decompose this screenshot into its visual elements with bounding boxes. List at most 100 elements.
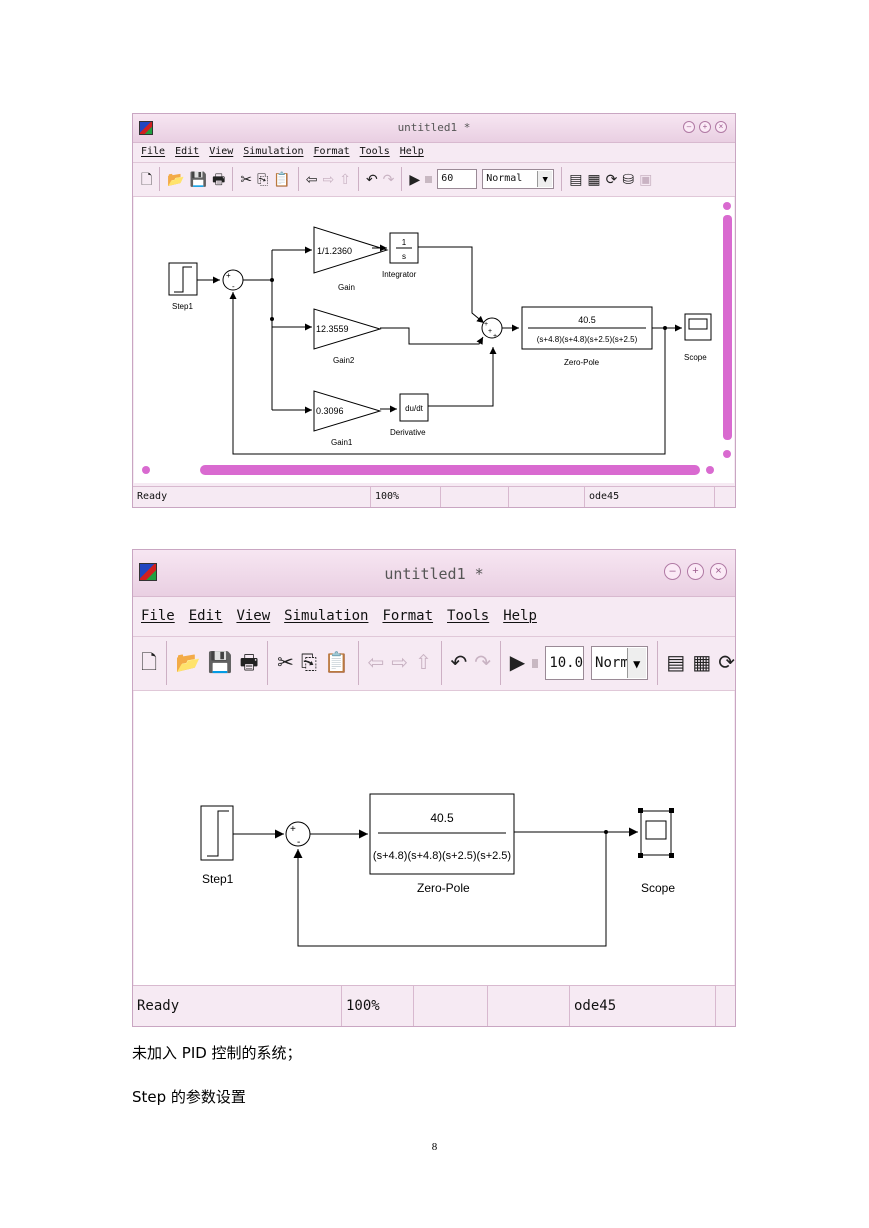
title-bar[interactable]: untitled1 * – + × xyxy=(133,550,735,597)
sum-block[interactable]: + - xyxy=(285,821,311,848)
menu-help[interactable]: Help xyxy=(399,146,424,157)
sum2-sign-1: + xyxy=(484,321,488,328)
undo-icon[interactable]: ↶ xyxy=(450,652,468,674)
scope-label: Scope xyxy=(684,353,707,362)
scroll-down-icon[interactable] xyxy=(723,450,731,458)
build-icon[interactable]: ▦ xyxy=(692,652,712,674)
gain1-value: 0.3096 xyxy=(316,406,344,416)
save-icon[interactable]: 💾 xyxy=(189,171,208,187)
update-diagram-icon[interactable]: ▤ xyxy=(569,171,583,187)
forward-arrow-icon[interactable]: ⇨ xyxy=(391,652,409,674)
sum-block[interactable]: + - xyxy=(222,269,244,291)
back-arrow-icon[interactable]: ⇦ xyxy=(305,171,318,187)
sum2-block[interactable]: + + + xyxy=(481,317,503,340)
paste-icon[interactable]: 📋 xyxy=(273,171,291,187)
simulink-window-pid: untitled1 * – + × File Edit View Simulat… xyxy=(132,113,736,508)
library-browser-icon[interactable]: ⛁ xyxy=(622,171,635,187)
refresh-icon[interactable]: ⟳ xyxy=(605,171,618,187)
integrator-denominator: s xyxy=(402,252,406,261)
save-icon[interactable]: 💾 xyxy=(207,652,233,674)
step-block[interactable]: Step1 xyxy=(200,805,234,886)
model-canvas[interactable]: Step1 + - 40.5 (s+4.8)(s+4.8)(s+2.5)(s+2… xyxy=(134,691,734,986)
scroll-up-icon[interactable] xyxy=(723,202,731,210)
simulation-mode-select[interactable]: Normal▼ xyxy=(591,646,648,680)
forward-arrow-icon[interactable]: ⇨ xyxy=(322,171,335,187)
zero-pole-numerator: 40.5 xyxy=(578,315,596,325)
scroll-left-icon[interactable] xyxy=(142,466,150,474)
scope-block[interactable]: Scope xyxy=(684,313,712,362)
step-block[interactable]: Step1 xyxy=(168,262,198,311)
menu-tools[interactable]: Tools xyxy=(359,146,390,157)
start-simulation-icon[interactable]: ▶ xyxy=(509,652,526,674)
scope-block[interactable]: Scope xyxy=(638,808,675,895)
derivative-block[interactable]: du/dt Derivative xyxy=(390,393,429,437)
print-icon[interactable]: 🖶 xyxy=(239,652,259,674)
maximize-icon[interactable]: + xyxy=(687,563,704,580)
vertical-scrollbar[interactable] xyxy=(723,215,732,440)
menu-edit[interactable]: Edit xyxy=(188,608,223,624)
new-model-icon[interactable]: 🗋 xyxy=(141,652,158,674)
caption-no-pid: 未加入 PID 控制的系统； xyxy=(132,1044,302,1062)
menu-format[interactable]: Format xyxy=(382,608,434,624)
integrator-block[interactable]: 1 s Integrator xyxy=(382,232,419,279)
scroll-right-icon[interactable] xyxy=(706,466,714,474)
up-arrow-icon[interactable]: ⇧ xyxy=(339,171,351,187)
chevron-down-icon[interactable]: ▼ xyxy=(537,171,553,187)
stop-simulation-icon[interactable] xyxy=(532,658,539,668)
update-diagram-icon[interactable]: ▤ xyxy=(666,652,686,674)
stop-time-input[interactable]: 10.0 xyxy=(545,646,585,680)
menu-simulation[interactable]: Simulation xyxy=(284,608,369,624)
up-arrow-icon[interactable]: ⇧ xyxy=(415,652,432,674)
menu-file[interactable]: File xyxy=(141,146,166,157)
horizontal-scrollbar[interactable] xyxy=(200,465,700,475)
cut-icon[interactable]: ✂ xyxy=(277,652,294,674)
copy-icon[interactable]: ⎘ xyxy=(300,652,317,674)
menu-simulation[interactable]: Simulation xyxy=(243,146,304,157)
title-bar[interactable]: untitled1 * – + × xyxy=(133,114,735,143)
gain-value: 1/1.2360 xyxy=(317,246,352,256)
open-folder-icon[interactable]: 📂 xyxy=(175,652,201,674)
back-arrow-icon[interactable]: ⇦ xyxy=(367,652,385,674)
toolbar: 🗋 📂 💾 🖶 ✂ ⎘ 📋 ⇦ ⇨ ⇧ ↶ ↷ ▶ 10.0 Normal▼ ▤… xyxy=(133,636,735,691)
undo-icon[interactable]: ↶ xyxy=(365,171,378,187)
simulink-window-plain: untitled1 * – + × File Edit View Simulat… xyxy=(132,549,736,1027)
menu-file[interactable]: File xyxy=(141,608,175,624)
chevron-down-icon[interactable]: ▼ xyxy=(626,648,646,678)
refresh-icon[interactable]: ⟳ xyxy=(718,652,735,674)
start-simulation-icon[interactable]: ▶ xyxy=(409,171,421,187)
menu-help[interactable]: Help xyxy=(503,608,537,624)
close-icon[interactable]: × xyxy=(715,121,727,133)
menu-edit[interactable]: Edit xyxy=(175,146,200,157)
print-icon[interactable]: 🖶 xyxy=(212,171,226,187)
minimize-icon[interactable]: – xyxy=(683,121,695,133)
menu-tools[interactable]: Tools xyxy=(447,608,490,624)
integrator-label: Integrator xyxy=(382,270,417,279)
cut-icon[interactable]: ✂ xyxy=(240,171,253,187)
menu-view[interactable]: View xyxy=(236,608,271,624)
maximize-icon[interactable]: + xyxy=(699,121,711,133)
redo-icon[interactable]: ↷ xyxy=(474,652,492,674)
gain2-block[interactable]: 12.3559 Gain2 xyxy=(313,308,382,365)
zero-pole-block[interactable]: 40.5 (s+4.8)(s+4.8)(s+2.5)(s+2.5) Zero-P… xyxy=(521,306,653,367)
copy-icon[interactable]: ⎘ xyxy=(257,171,269,187)
open-folder-icon[interactable]: 📂 xyxy=(167,171,185,187)
redo-icon[interactable]: ↷ xyxy=(382,171,395,187)
stop-time-input[interactable]: 60 xyxy=(437,169,478,189)
close-icon[interactable]: × xyxy=(710,563,727,580)
simulation-mode-select[interactable]: Normal▼ xyxy=(482,169,555,189)
menu-format[interactable]: Format xyxy=(313,146,350,157)
model-canvas[interactable]: Step1 + - 1/1.2360 Gain xyxy=(134,197,734,483)
model-explorer-icon[interactable]: ▣ xyxy=(639,171,653,187)
build-icon[interactable]: ▦ xyxy=(587,171,601,187)
paste-icon[interactable]: 📋 xyxy=(323,652,349,674)
minimize-icon[interactable]: – xyxy=(664,563,681,580)
status-bar: Ready 100% ode45 xyxy=(133,985,735,1026)
new-model-icon[interactable]: 🗋 xyxy=(141,171,153,187)
stop-simulation-icon[interactable] xyxy=(425,175,433,183)
menu-view[interactable]: View xyxy=(209,146,234,157)
block-diagram-plain: Step1 + - 40.5 (s+4.8)(s+4.8)(s+2.5)(s+2… xyxy=(200,793,675,947)
status-zoom: 100% xyxy=(371,487,441,507)
gain1-block[interactable]: 0.3096 Gain1 xyxy=(313,390,382,447)
gain-block[interactable]: 1/1.2360 Gain xyxy=(313,226,389,292)
zero-pole-block[interactable]: 40.5 (s+4.8)(s+4.8)(s+2.5)(s+2.5) Zero-P… xyxy=(369,793,515,895)
